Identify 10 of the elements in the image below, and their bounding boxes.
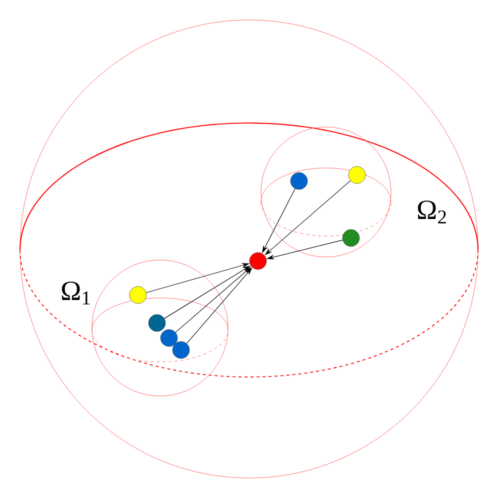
dot: [129, 286, 147, 304]
dot: [342, 229, 360, 247]
region-label: Ω$_{2}$: [418, 200, 446, 224]
dot: [249, 252, 267, 270]
region-label: Ω$_{1}$: [62, 282, 90, 304]
dot: [148, 314, 166, 332]
dot: [172, 341, 190, 359]
dot: [160, 329, 178, 347]
dot: [348, 166, 366, 184]
dot: [290, 172, 308, 190]
